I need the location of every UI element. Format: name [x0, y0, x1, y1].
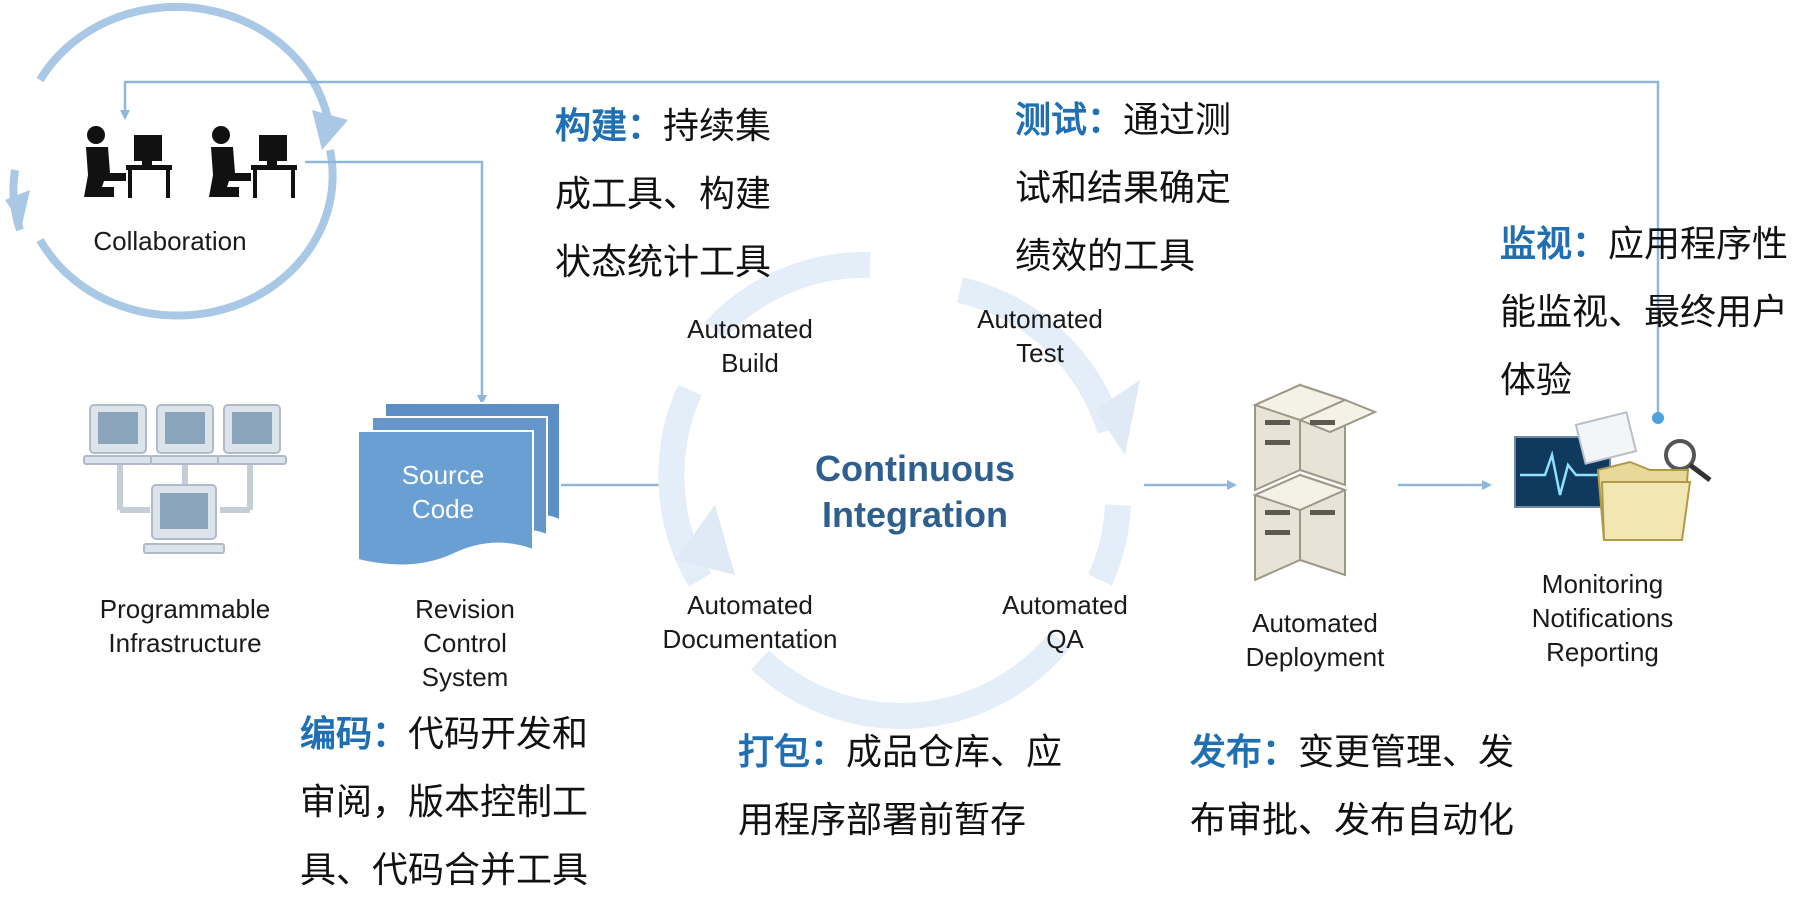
note-test-sep: ： — [1087, 99, 1124, 140]
revision-control-label: Revision Control System — [415, 594, 515, 692]
note-release-line2: 布审批、发布自动化 — [1190, 799, 1515, 840]
ci-cycle-arrowheads — [675, 380, 1140, 575]
note-coding-sep: ： — [372, 713, 409, 754]
note-build-line2: 成工具、构建 — [555, 173, 772, 214]
note-monitor-line1: 应用程序性 — [1608, 223, 1789, 264]
collaboration-arrowheads — [5, 110, 348, 225]
monitoring-dashboard-icon — [1514, 411, 1712, 541]
note-coding-head: 编码 — [300, 713, 373, 754]
infrastructure-computers-icon — [83, 404, 287, 554]
collaboration-label: Collaboration — [93, 226, 247, 256]
automated-qa-label: Automated QA — [1002, 590, 1128, 654]
automated-test-label: Automated Test — [977, 304, 1103, 368]
note-package-line2: 用程序部署前暂存 — [738, 799, 1027, 840]
note-package-head: 打包 — [738, 731, 811, 772]
note-coding-line3: 具、代码合并工具 — [300, 849, 589, 890]
note-build-sep: ： — [627, 105, 664, 146]
note-build: 构建：持续集 成工具、构建 状态统计工具 — [555, 92, 771, 296]
note-build-line3: 状态统计工具 — [555, 241, 772, 282]
note-release: 发布：变更管理、发 布审批、发布自动化 — [1190, 718, 1514, 854]
source-code-label: Source Code — [401, 460, 485, 524]
collaboration-cycle-arrows — [9, 2, 337, 320]
note-test: 测试：通过测 试和结果确定 绩效的工具 — [1015, 86, 1231, 290]
automated-deployment-label: Automated Deployment — [1245, 608, 1385, 672]
source-code-document-icon — [357, 402, 561, 567]
note-test-line3: 绩效的工具 — [1015, 235, 1196, 276]
continuous-integration-label: Continuous Integration — [815, 448, 1015, 535]
note-coding-line2: 审阅，版本控制工 — [300, 781, 589, 822]
note-test-line1: 通过测 — [1123, 99, 1232, 140]
collab-to-source-arrow — [305, 160, 487, 405]
server-stack-icon — [1252, 383, 1378, 582]
note-monitor-line3: 体验 — [1500, 359, 1573, 400]
note-release-sep: ： — [1262, 731, 1299, 772]
collaboration-people-icon — [84, 126, 297, 198]
automated-documentation-label: Automated Documentation — [662, 590, 838, 654]
note-build-head: 构建 — [555, 105, 628, 146]
note-package-line1: 成品仓库、应 — [846, 731, 1063, 772]
monitoring-label: Monitoring Notifications Reporting — [1531, 569, 1674, 667]
note-test-line2: 试和结果确定 — [1015, 167, 1232, 208]
note-package-sep: ： — [810, 731, 847, 772]
note-release-line1: 变更管理、发 — [1298, 731, 1515, 772]
note-test-head: 测试 — [1015, 99, 1088, 140]
note-monitor-head: 监视 — [1500, 223, 1573, 264]
note-monitor: 监视：应用程序性 能监视、最终用户 体验 — [1500, 210, 1788, 414]
programmable-infrastructure-label: Programmable Infrastructure — [99, 594, 271, 658]
note-release-head: 发布 — [1190, 731, 1263, 772]
feedback-loop-line — [120, 80, 1660, 420]
automated-build-label: Automated Build — [687, 314, 813, 378]
note-coding-line1: 代码开发和 — [408, 713, 589, 754]
note-monitor-sep: ： — [1572, 223, 1609, 264]
note-coding: 编码：代码开发和 审阅，版本控制工 具、代码合并工具 — [300, 700, 588, 904]
note-monitor-line2: 能监视、最终用户 — [1500, 291, 1789, 332]
note-package: 打包：成品仓库、应 用程序部署前暂存 — [738, 718, 1062, 854]
note-build-line1: 持续集 — [663, 105, 772, 146]
